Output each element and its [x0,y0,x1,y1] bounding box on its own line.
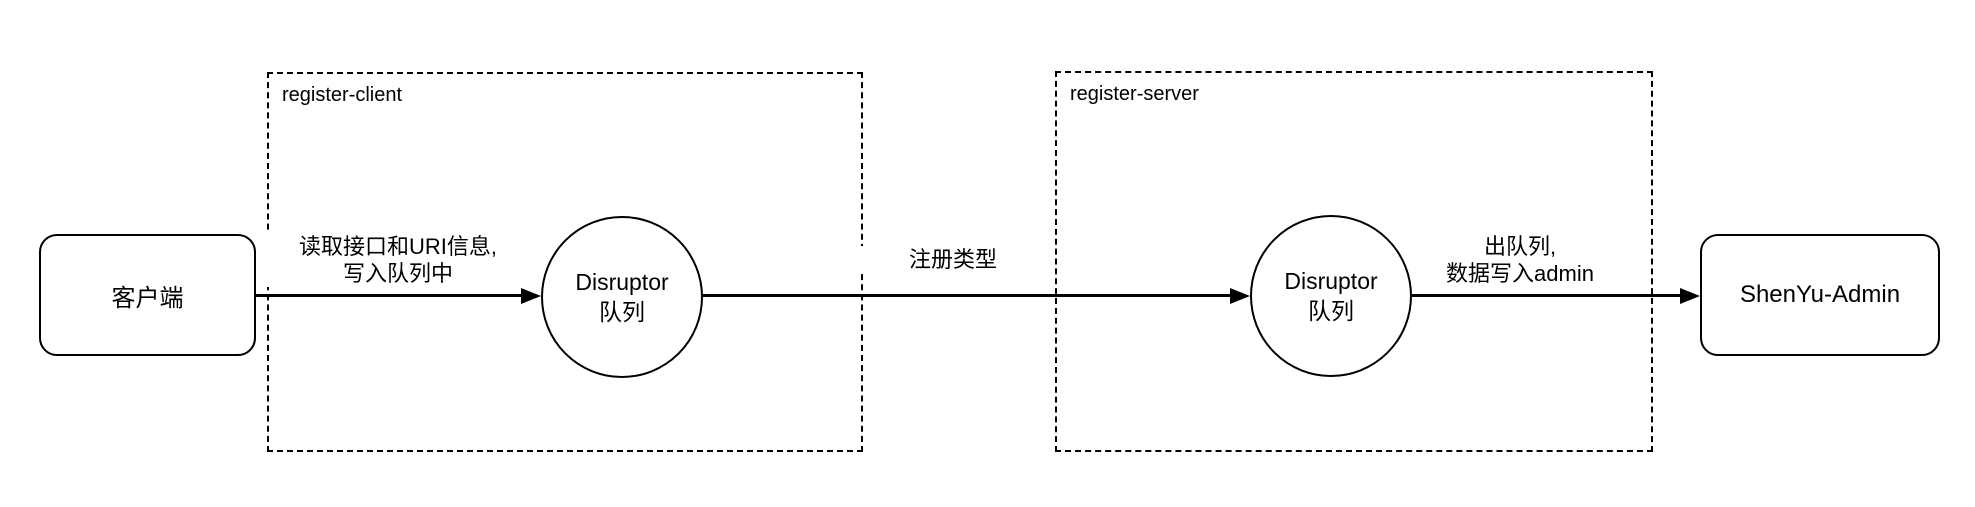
edge-label-line: 读取接口和URI信息, [298,234,497,259]
arrowhead-icon [1680,287,1700,304]
node-client-label: 客户端 [111,284,184,312]
edge-client-to-queue1-line [256,294,523,297]
node-disruptor-queue-2: Disruptor 队列 [1250,215,1412,377]
edge-label-line: 注册类型 [908,247,997,272]
group-register-server: register-server [1055,71,1653,452]
node-disruptor-queue-2-line1: Disruptor [1284,268,1378,294]
node-disruptor-queue-2-line2: 队列 [1308,298,1354,324]
node-shenyu-admin-label: ShenYu-Admin [1739,281,1901,308]
edge-queue2-to-admin-label: 出队列, 数据写入admin [1395,233,1645,287]
edge-client-to-queue1-label: 读取接口和URI信息, 写入队列中 [266,233,530,287]
arrowhead-icon [521,287,541,304]
edge-queue2-to-admin-line [1412,294,1682,297]
node-disruptor-queue-1-line2: 队列 [599,299,645,325]
arrowhead-icon [1230,287,1250,304]
node-client: 客户端 [39,234,256,356]
node-disruptor-queue-1: Disruptor 队列 [541,216,703,378]
group-register-client-label: register-client [282,84,403,106]
group-register-server-label: register-server [1070,83,1199,105]
edge-label-line: 数据写入admin [1446,261,1594,286]
edge-queue1-to-queue2-label: 注册类型 [853,246,1053,273]
edge-label-line: 出队列, [1483,234,1557,259]
edge-label-line: 写入队列中 [342,261,453,286]
node-disruptor-queue-1-line1: Disruptor [575,269,669,295]
node-shenyu-admin: ShenYu-Admin [1700,234,1940,356]
edge-queue1-to-queue2-line [703,294,1232,297]
